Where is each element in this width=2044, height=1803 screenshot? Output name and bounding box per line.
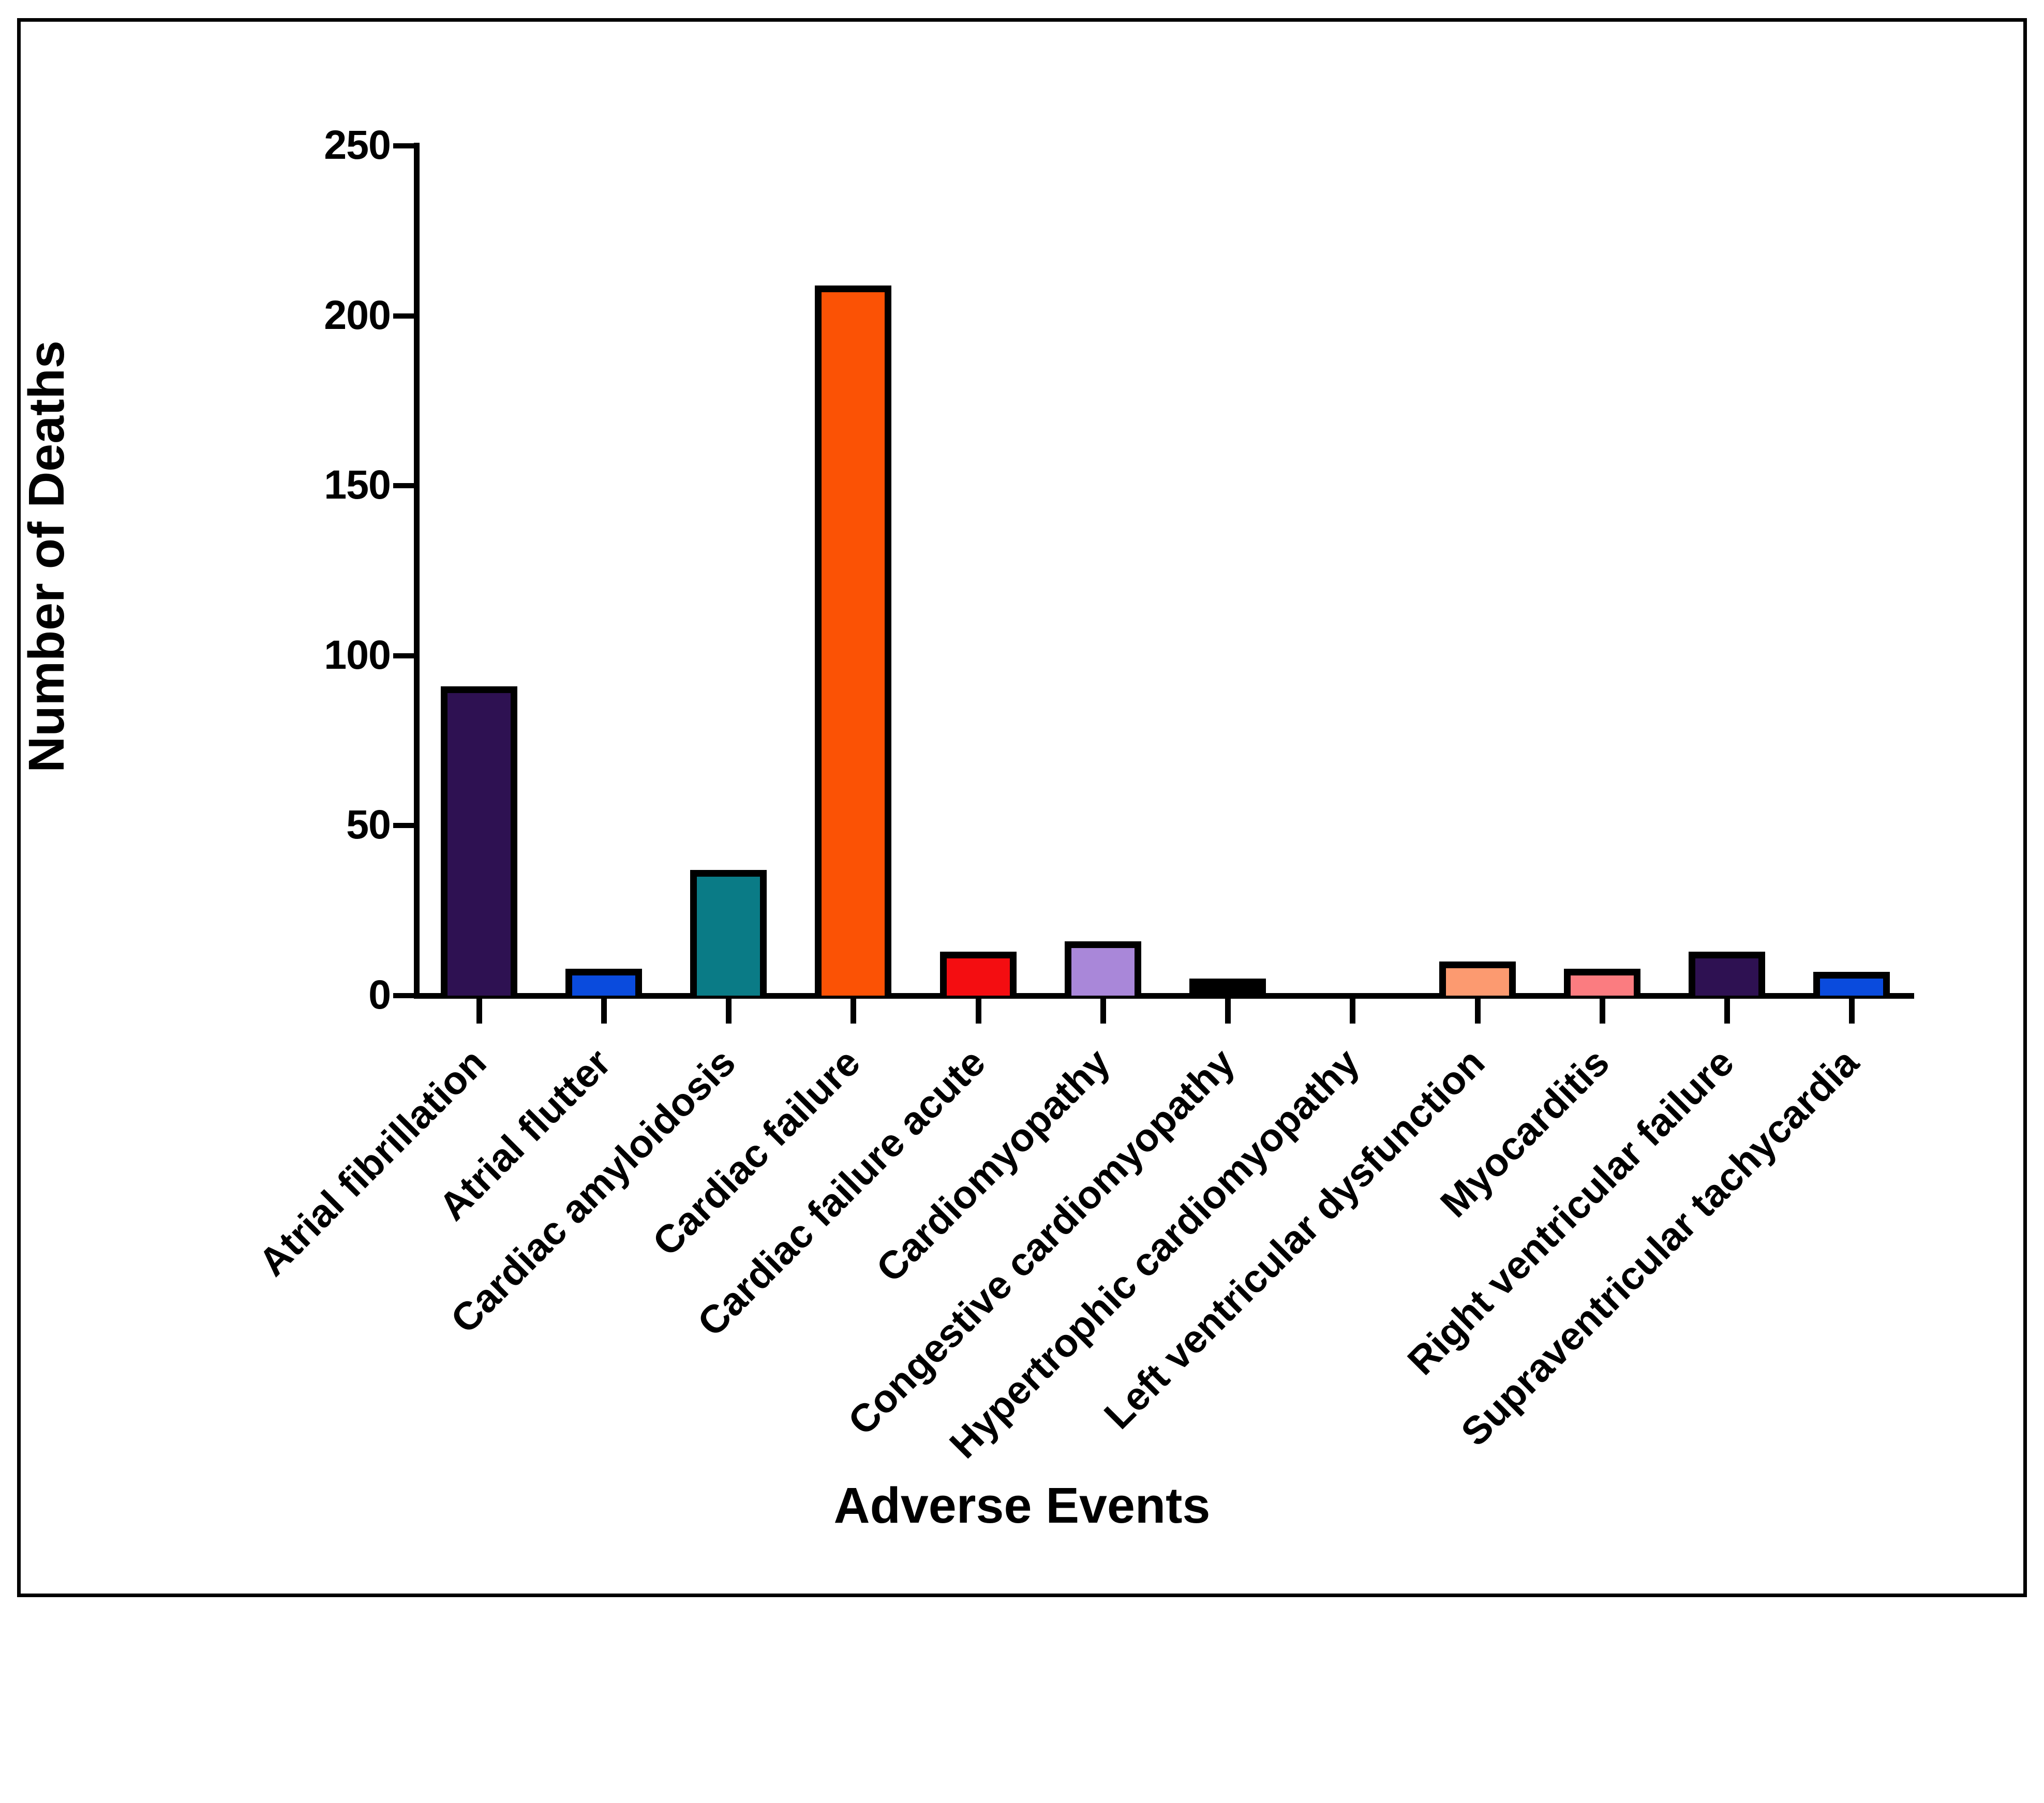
bar <box>1189 979 1266 996</box>
bar <box>939 951 1017 996</box>
bar <box>1439 961 1516 996</box>
bar <box>1064 941 1141 996</box>
bar <box>440 686 517 996</box>
bar <box>565 968 642 996</box>
figure-border <box>17 18 2027 1597</box>
x-axis-title: Adverse Events <box>833 1477 1211 1534</box>
bar <box>690 869 767 996</box>
bar <box>1689 951 1766 996</box>
bar <box>1813 972 1890 996</box>
bar-series <box>440 285 1890 996</box>
bar <box>1563 968 1640 996</box>
bar <box>815 285 892 996</box>
y-axis-title: Number of Deaths <box>18 340 74 773</box>
